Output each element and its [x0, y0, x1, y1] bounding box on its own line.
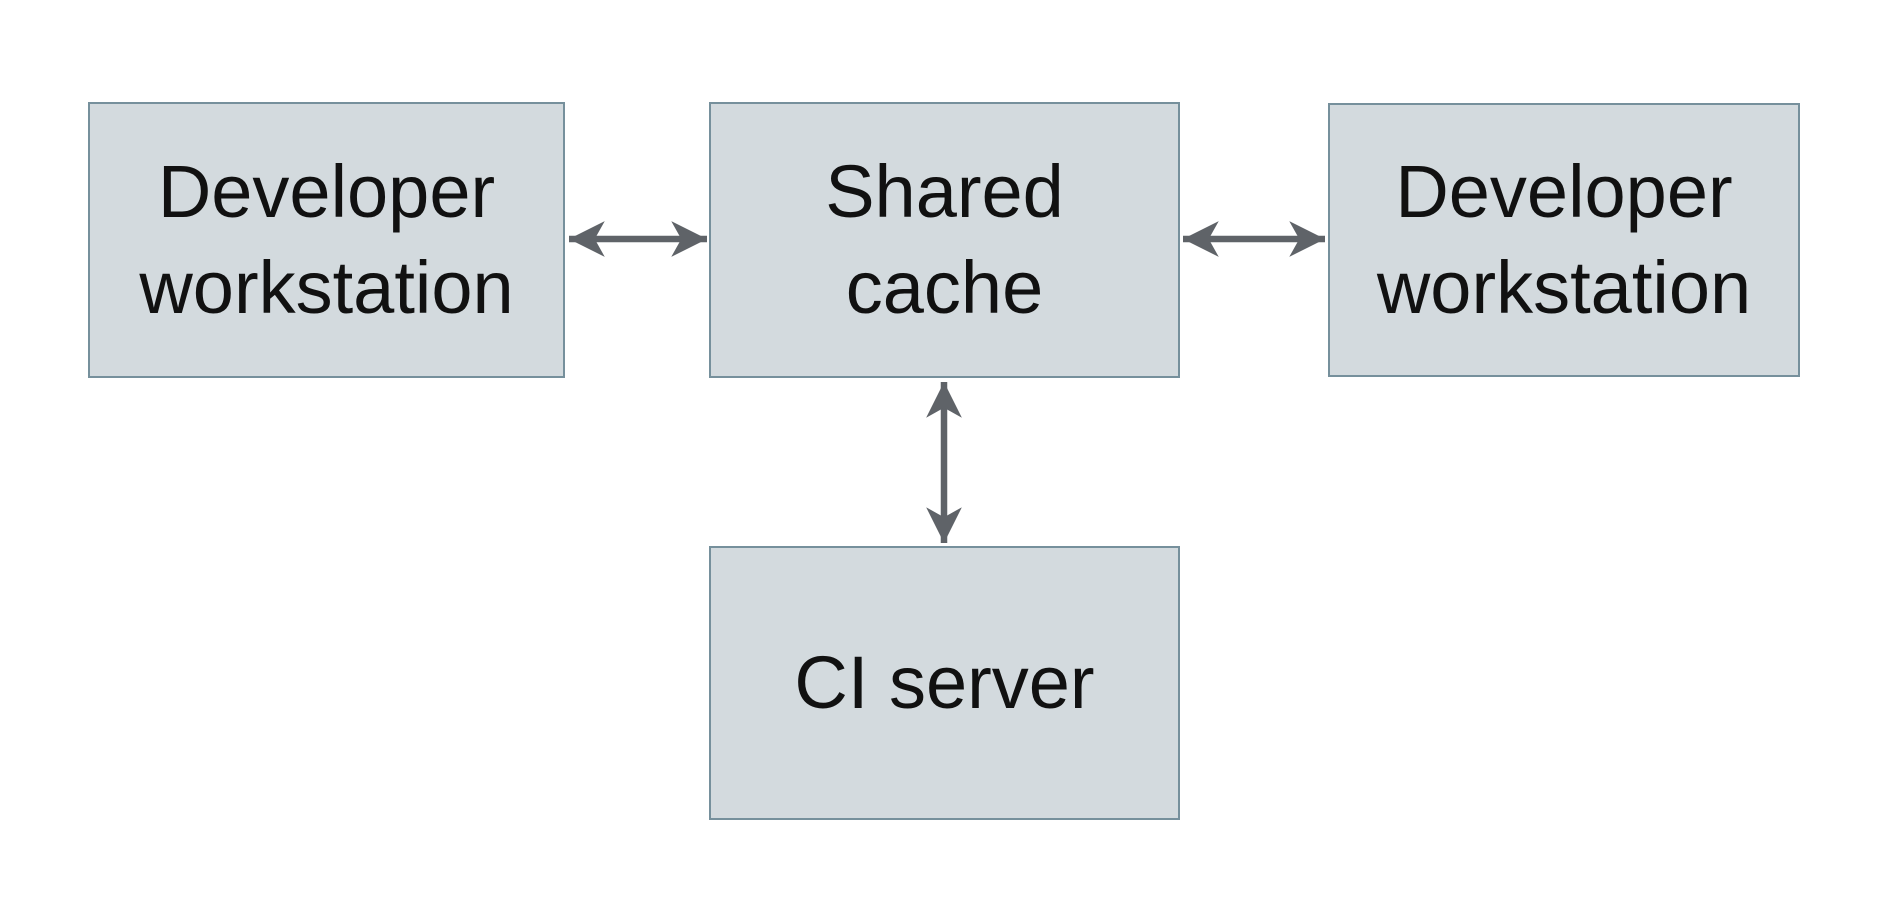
- node-developer-workstation-right: Developer workstation: [1328, 103, 1800, 377]
- node-developer-workstation-left: Developer workstation: [88, 102, 565, 378]
- node-shared-cache: Shared cache: [709, 102, 1180, 378]
- node-ci-server: CI server: [709, 546, 1180, 820]
- node-label-shared-cache: Shared cache: [825, 149, 1064, 329]
- node-label-developer-workstation-left: Developer workstation: [139, 149, 514, 329]
- node-label-ci-server: CI server: [794, 640, 1095, 724]
- node-label-developer-workstation-right: Developer workstation: [1376, 149, 1752, 329]
